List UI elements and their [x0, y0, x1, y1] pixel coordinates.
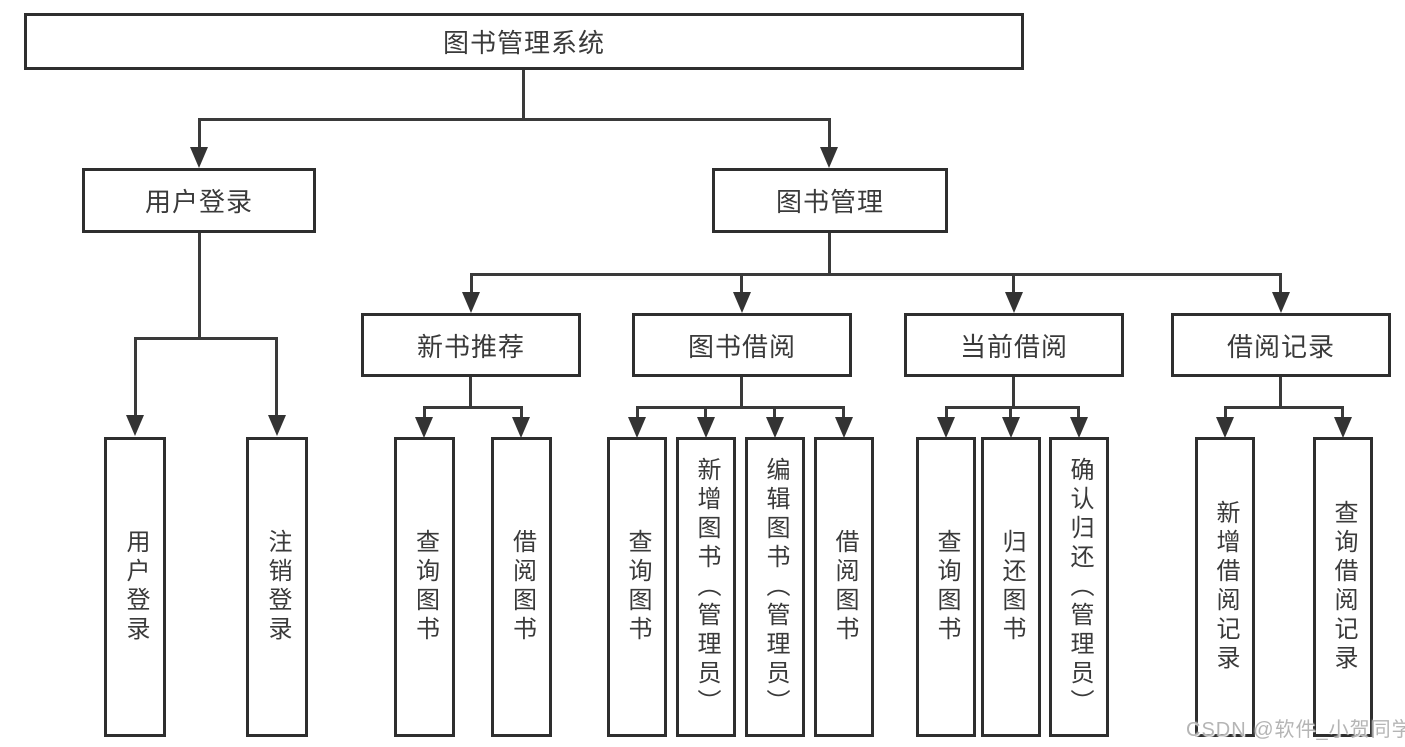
connector-to-leaf [1224, 406, 1227, 417]
arrow-down-icon [835, 417, 853, 438]
leaf-add-book-admin-label: 新增图书（管理员） [693, 456, 720, 718]
connector-to-leaf [704, 406, 707, 417]
leaf-return-book-label: 归还图书 [998, 529, 1025, 645]
connector-login-rail [134, 337, 277, 340]
connector-to-leaf [842, 406, 845, 417]
connector-login-stem [198, 233, 201, 337]
leaf-borrow-query-book: 查询图书 [607, 437, 667, 737]
leaf-edit-book-admin-label: 编辑图书（管理员） [762, 456, 789, 718]
connector-root-rail [198, 118, 830, 121]
leaf-borrow-query-book-label: 查询图书 [624, 529, 651, 645]
arrow-down-icon [697, 417, 715, 438]
leaf-borrow-book-label: 借阅图书 [831, 529, 858, 645]
node-new-book-recommend: 新书推荐 [361, 313, 581, 377]
connector-to-section [740, 273, 743, 292]
leaf-add-borrow-record: 新增借阅记录 [1195, 437, 1255, 737]
connector-section-stem [1012, 377, 1015, 406]
node-user-login-label: 用户登录 [144, 187, 253, 217]
node-book-borrow: 图书借阅 [632, 313, 852, 377]
connector-leaf-rail [636, 406, 845, 409]
leaf-recommend-query-book: 查询图书 [394, 437, 455, 737]
leaf-user-login-label: 用户登录 [122, 529, 149, 645]
node-book-mgmt: 图书管理 [712, 168, 948, 233]
leaf-logout: 注销登录 [246, 437, 308, 737]
connector-to-leaf [1077, 406, 1080, 417]
connector-to-book-mgmt [828, 118, 831, 147]
leaf-recommend-borrow-book-label: 借阅图书 [508, 529, 536, 645]
connector-to-leaf [520, 406, 523, 417]
arrow-down-icon [937, 417, 955, 438]
node-root-label: 图书管理系统 [442, 28, 605, 58]
leaf-add-borrow-record-label: 新增借阅记录 [1212, 500, 1239, 674]
leaf-edit-book-admin: 编辑图书（管理员） [745, 437, 805, 737]
connector-mgmt-rail [470, 273, 1281, 276]
connector-to-section [1012, 273, 1015, 292]
leaf-confirm-return-admin: 确认归还（管理员） [1049, 437, 1109, 737]
leaf-query-borrow-record-label: 查询借阅记录 [1330, 500, 1357, 674]
arrow-down-icon [512, 417, 530, 438]
arrow-down-icon [628, 417, 646, 438]
node-current-borrow: 当前借阅 [904, 313, 1124, 377]
leaf-current-query-book: 查询图书 [916, 437, 976, 737]
connector-to-section [1279, 273, 1282, 292]
node-current-borrow-label: 当前借阅 [959, 331, 1068, 362]
connector-leaf-rail [945, 406, 1080, 409]
leaf-recommend-borrow-book: 借阅图书 [491, 437, 552, 737]
arrow-down-icon [190, 147, 208, 168]
leaf-add-book-admin: 新增图书（管理员） [676, 437, 736, 737]
leaf-confirm-return-admin-label: 确认归还（管理员） [1066, 456, 1093, 718]
arrow-down-icon [820, 147, 838, 168]
leaf-current-query-book-label: 查询图书 [933, 529, 960, 645]
connector-to-leaf [275, 337, 278, 415]
arrow-down-icon [415, 417, 433, 438]
connector-to-leaf [773, 406, 776, 417]
connector-to-leaf [1341, 406, 1344, 417]
connector-to-leaf [134, 337, 137, 415]
connector-leaf-rail [1224, 406, 1343, 409]
leaf-user-login: 用户登录 [104, 437, 166, 737]
arrow-down-icon [268, 415, 286, 436]
connector-to-user-login [198, 118, 201, 147]
arrow-down-icon [1070, 417, 1088, 438]
node-borrow-record: 借阅记录 [1171, 313, 1391, 377]
arrow-down-icon [1005, 292, 1023, 313]
connector-to-section [470, 273, 473, 292]
connector-section-stem [1279, 377, 1282, 406]
leaf-return-book: 归还图书 [981, 437, 1041, 737]
connector-section-stem [469, 377, 472, 406]
connector-mgmt-stem [828, 233, 831, 273]
connector-leaf-rail [423, 406, 522, 409]
connector-to-leaf [945, 406, 948, 417]
leaf-logout-label: 注销登录 [264, 529, 291, 645]
arrow-down-icon [1216, 417, 1234, 438]
leaf-recommend-query-book-label: 查询图书 [411, 529, 439, 645]
connector-to-leaf [636, 406, 639, 417]
connector-section-stem [740, 377, 743, 406]
connector-to-leaf [1009, 406, 1012, 417]
node-book-mgmt-label: 图书管理 [775, 187, 884, 217]
node-borrow-record-label: 借阅记录 [1226, 331, 1335, 362]
arrow-down-icon [733, 292, 751, 313]
arrow-down-icon [126, 415, 144, 436]
node-new-book-recommend-label: 新书推荐 [416, 331, 525, 362]
connector-to-leaf [423, 406, 426, 417]
node-user-login: 用户登录 [82, 168, 316, 233]
node-book-borrow-label: 图书借阅 [687, 331, 796, 362]
arrow-down-icon [462, 292, 480, 313]
watermark: CSDN @软件_小贺同学 [1186, 719, 1405, 741]
node-root: 图书管理系统 [24, 13, 1024, 70]
arrow-down-icon [1272, 292, 1290, 313]
leaf-borrow-book: 借阅图书 [814, 437, 874, 737]
arrow-down-icon [766, 417, 784, 438]
arrow-down-icon [1334, 417, 1352, 438]
leaf-query-borrow-record: 查询借阅记录 [1313, 437, 1373, 737]
arrow-down-icon [1002, 417, 1020, 438]
connector-root-stem [522, 70, 525, 118]
